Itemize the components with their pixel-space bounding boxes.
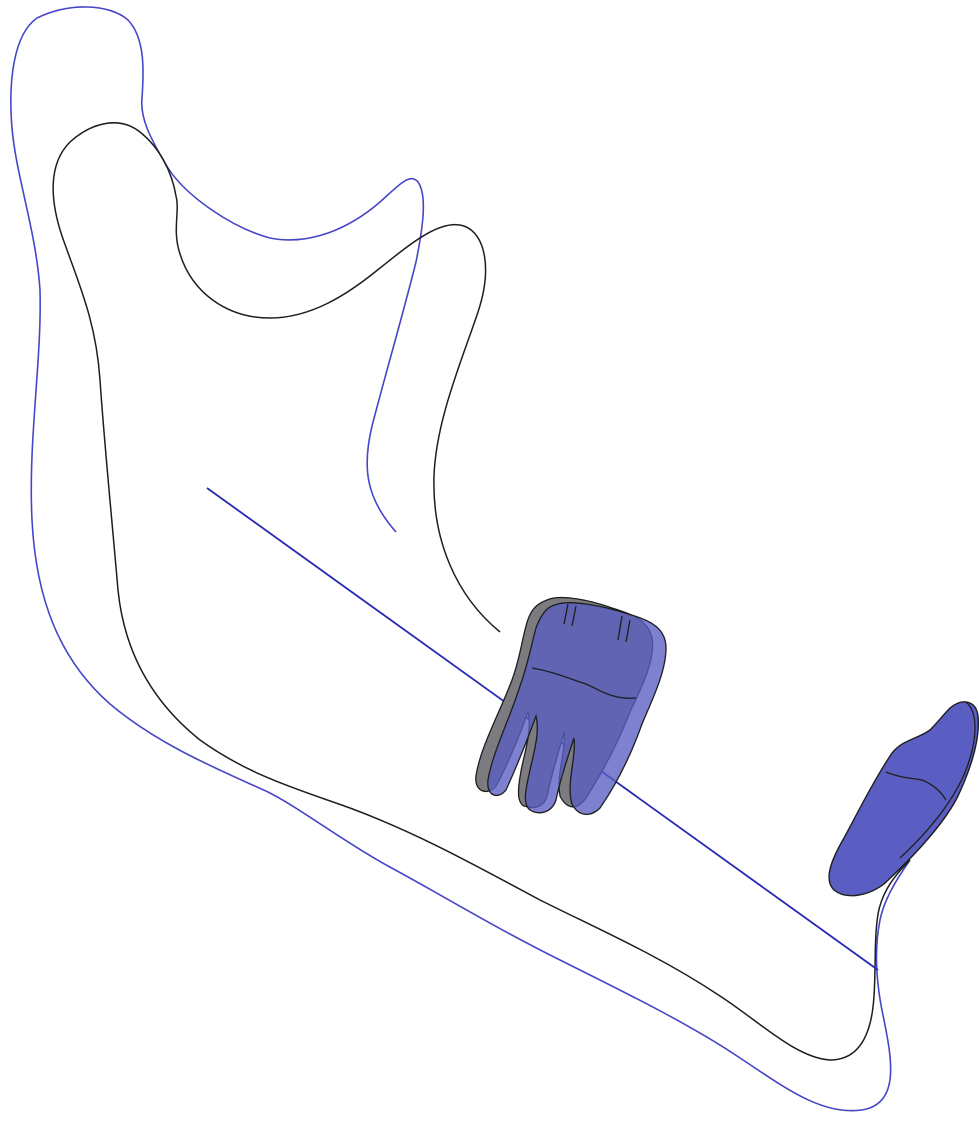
mandible-outline-black	[53, 123, 910, 1060]
mandible-lower-border-blue	[11, 18, 910, 1111]
molar-blue	[488, 603, 666, 815]
mandible-outline-blue	[37, 7, 423, 532]
